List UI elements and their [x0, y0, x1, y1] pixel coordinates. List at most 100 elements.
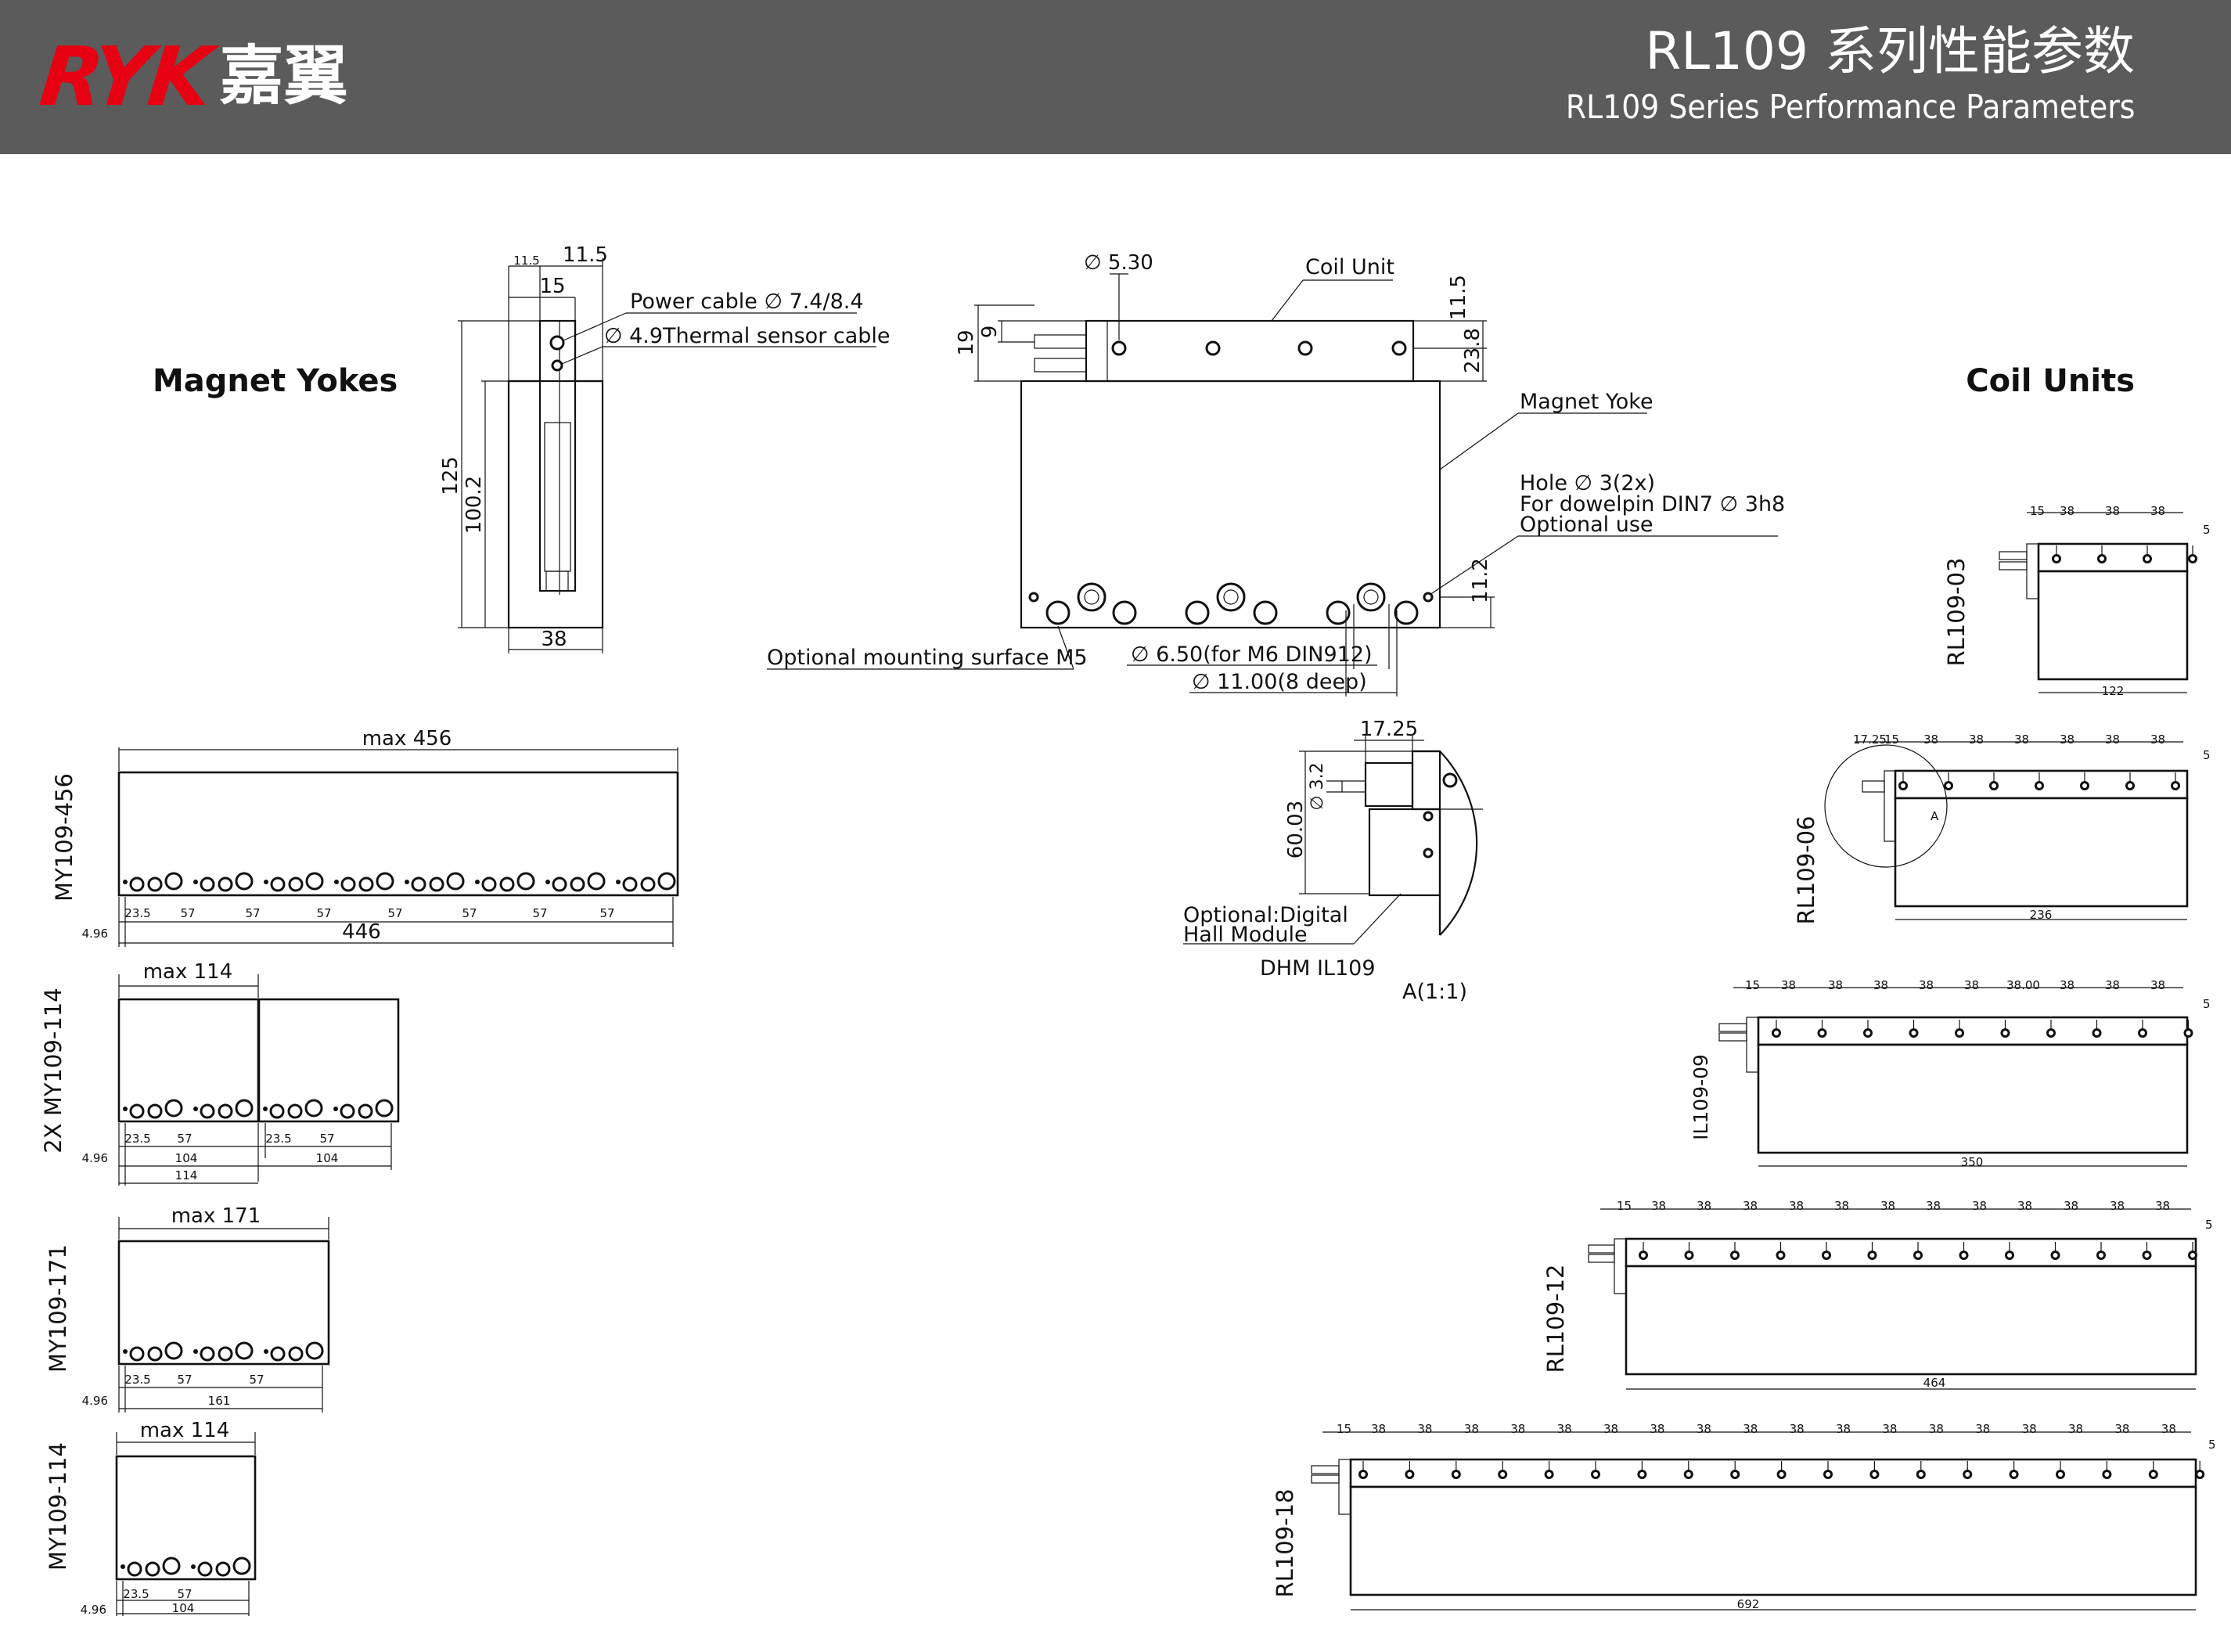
coil-09-pitch-2: 38: [1828, 978, 1843, 992]
coil-mounting-hole: [1913, 1251, 1923, 1260]
dim-19: 19: [955, 329, 978, 355]
coil-mounting-hole: [1944, 781, 1953, 790]
yoke-456-max: max 456: [362, 727, 452, 750]
coil-mounting-hole: [1916, 1470, 1926, 1479]
coil-mounting-hole: [1817, 1028, 1827, 1038]
yoke-2x-sub-b: 104: [316, 1151, 339, 1165]
coil-09-model: IL109-09: [1689, 1054, 1712, 1140]
hole-label-line2: For dowelpin DIN7 ∅ 3h8: [1520, 492, 1785, 516]
yoke-114-first: 23.5: [123, 1587, 149, 1601]
yoke-mounting-hole: [147, 876, 163, 892]
dim-23-8: 23.8: [1461, 328, 1484, 373]
dim-100-2: 100.2: [462, 476, 486, 534]
coil-12-pitch-9: 38: [2017, 1199, 2032, 1213]
yoke-mounting-hole: [193, 880, 198, 884]
coil-18-model: RL109-18: [1272, 1488, 1298, 1597]
optional-digital-label: Optional:Digital: [1183, 903, 1348, 927]
coil-mounting-hole: [1498, 1470, 1508, 1479]
yoke-mounting-hole: [270, 876, 286, 892]
coil-mounting-hole: [2148, 1470, 2158, 1479]
coil-09-pitch-8: 38: [2150, 978, 2165, 992]
detail-dim-17-25: 17.25: [1360, 718, 1418, 741]
coil-il109-09: 15 38 38 38 38 38 38.00 38 38 38 5 350 I…: [1689, 978, 2211, 1169]
dia-5-30: ∅ 5.30: [1084, 251, 1153, 275]
yoke-mounting-hole: [499, 876, 515, 892]
coil-mounting-hole: [1684, 1251, 1694, 1260]
yoke-mounting-hole: [218, 876, 233, 892]
coil-mounting-hole: [1776, 1470, 1787, 1479]
coil-06-pitch-3: 38: [2014, 732, 2029, 747]
coil-18-end: 5: [2208, 1438, 2216, 1452]
coil-03-length: 122: [2102, 684, 2125, 698]
yoke-mounting-hole: [640, 876, 656, 892]
yoke-mounting-hole: [147, 1346, 163, 1362]
yoke-mounting-hole: [191, 1564, 196, 1569]
coil-18-pitch: 38: [1882, 1422, 1897, 1436]
yoke-mounting-hole: [375, 1099, 394, 1118]
yoke-114-model: MY109-114: [45, 1442, 71, 1571]
coil-12-pitch-6: 38: [1880, 1199, 1895, 1213]
yoke-mounting-hole: [129, 1346, 145, 1362]
yoke-mounting-hole: [287, 1103, 303, 1119]
coil-mounting-hole: [1963, 1470, 1973, 1479]
yoke-2x-first-a: 23.5: [124, 1132, 150, 1146]
coil-06-length: 236: [2030, 908, 2053, 922]
yoke-456-pitch-7: 57: [599, 906, 614, 920]
yoke-456-model: MY109-456: [51, 773, 77, 902]
yoke-mounting-hole: [164, 1099, 183, 1118]
yoke-mounting-hole: [121, 1564, 125, 1569]
yoke-mounting-hole: [232, 1557, 251, 1575]
coil-06-pitch-6: 38: [2150, 732, 2165, 747]
dia-11-00-label: ∅ 11.00(8 deep): [1192, 670, 1367, 694]
coil-mounting-hole: [1867, 1251, 1877, 1260]
thermal-cable-label: ∅ 4.9Thermal sensor cable: [604, 324, 891, 348]
dim-9: 9: [978, 326, 1002, 339]
coil-09-pitch-7: 38: [2105, 978, 2120, 992]
yoke-mounting-hole: [405, 880, 409, 884]
coil-18-pitch: 38: [1790, 1422, 1805, 1436]
detail-dim-60-03: 60.03: [1284, 801, 1308, 858]
coil-mounting-hole: [2009, 1470, 2019, 1479]
coil-03-end: 5: [2203, 523, 2211, 537]
coil-18-pitch: 38: [2161, 1422, 2176, 1436]
yoke-171-model: MY109-171: [45, 1244, 71, 1373]
coil-mounting-hole: [2195, 1470, 2205, 1479]
coil-mounting-hole: [1822, 1251, 1831, 1260]
yoke-mounting-hole: [411, 876, 426, 892]
coil-mounting-hole: [1730, 1470, 1740, 1479]
coil-mounting-hole: [1544, 1470, 1554, 1479]
yoke-mounting-hole: [657, 872, 676, 891]
yoke-114-offset: 4.96: [81, 1603, 106, 1617]
coil-mounting-hole: [1869, 1470, 1880, 1479]
hole-label-line3: Optional use: [1520, 513, 1653, 537]
magnet-yoke-label: Magnet Yoke: [1520, 390, 1653, 414]
yoke-114-max: max 114: [140, 1419, 230, 1442]
yoke-2x-model: 2X MY109-114: [40, 988, 67, 1153]
coil-12-end: 5: [2205, 1218, 2213, 1232]
yoke-mounting-hole: [147, 1103, 163, 1119]
yoke-mounting-hole: [545, 880, 550, 884]
yoke-mounting-hole: [145, 1561, 160, 1577]
coil-mounting-hole: [2000, 1028, 2010, 1038]
coil-09-pitch-4: 38: [1919, 978, 1934, 992]
yoke-mounting-hole: [552, 876, 567, 892]
yoke-171-pitch-1: 57: [177, 1373, 192, 1387]
yoke-mounting-hole: [235, 1341, 254, 1360]
yoke-my109-456: max 456 MY109-456 4.96 23.5 57 57 57 57 …: [51, 727, 679, 947]
coil-18-pitch: 38: [1417, 1422, 1432, 1436]
yoke-114-total: 104: [172, 1601, 195, 1615]
coil-12-pitch-1: 38: [1651, 1199, 1666, 1213]
coil-18-pitch: 38: [1603, 1422, 1618, 1436]
coil-mounting-hole: [1637, 1470, 1647, 1479]
dim-11-5-right: 11.5: [1447, 275, 1470, 320]
yoke-456-total: 446: [342, 920, 381, 944]
coil-06-pitch-2: 38: [1969, 732, 1984, 747]
yoke-mounting-hole: [334, 880, 339, 884]
yoke-171-max: max 171: [171, 1204, 261, 1228]
coil-09-pitch-5: 38: [1964, 978, 1979, 992]
coil-mounting-hole: [2142, 1251, 2152, 1260]
coil-03-first: 15: [2030, 504, 2045, 518]
yoke-456-offset: 4.96: [82, 927, 108, 941]
yoke-mounting-hole: [305, 872, 324, 891]
